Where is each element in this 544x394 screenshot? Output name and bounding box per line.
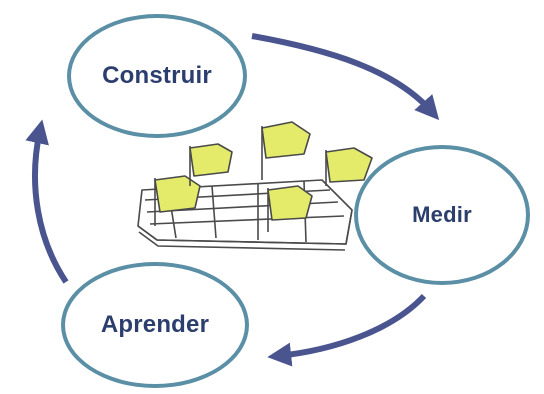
node-construir: Construir xyxy=(67,14,247,138)
arrow-construir-to-medir xyxy=(251,33,440,121)
arrow-aprender-to-construir xyxy=(25,119,69,284)
node-label-aprender: Aprender xyxy=(100,311,210,338)
node-label-medir: Medir xyxy=(412,202,472,227)
node-label-construir: Construir xyxy=(102,62,212,89)
node-aprender: Aprender xyxy=(61,262,249,388)
node-medir: Medir xyxy=(354,145,530,285)
arrow-medir-to-aprender xyxy=(267,293,427,367)
